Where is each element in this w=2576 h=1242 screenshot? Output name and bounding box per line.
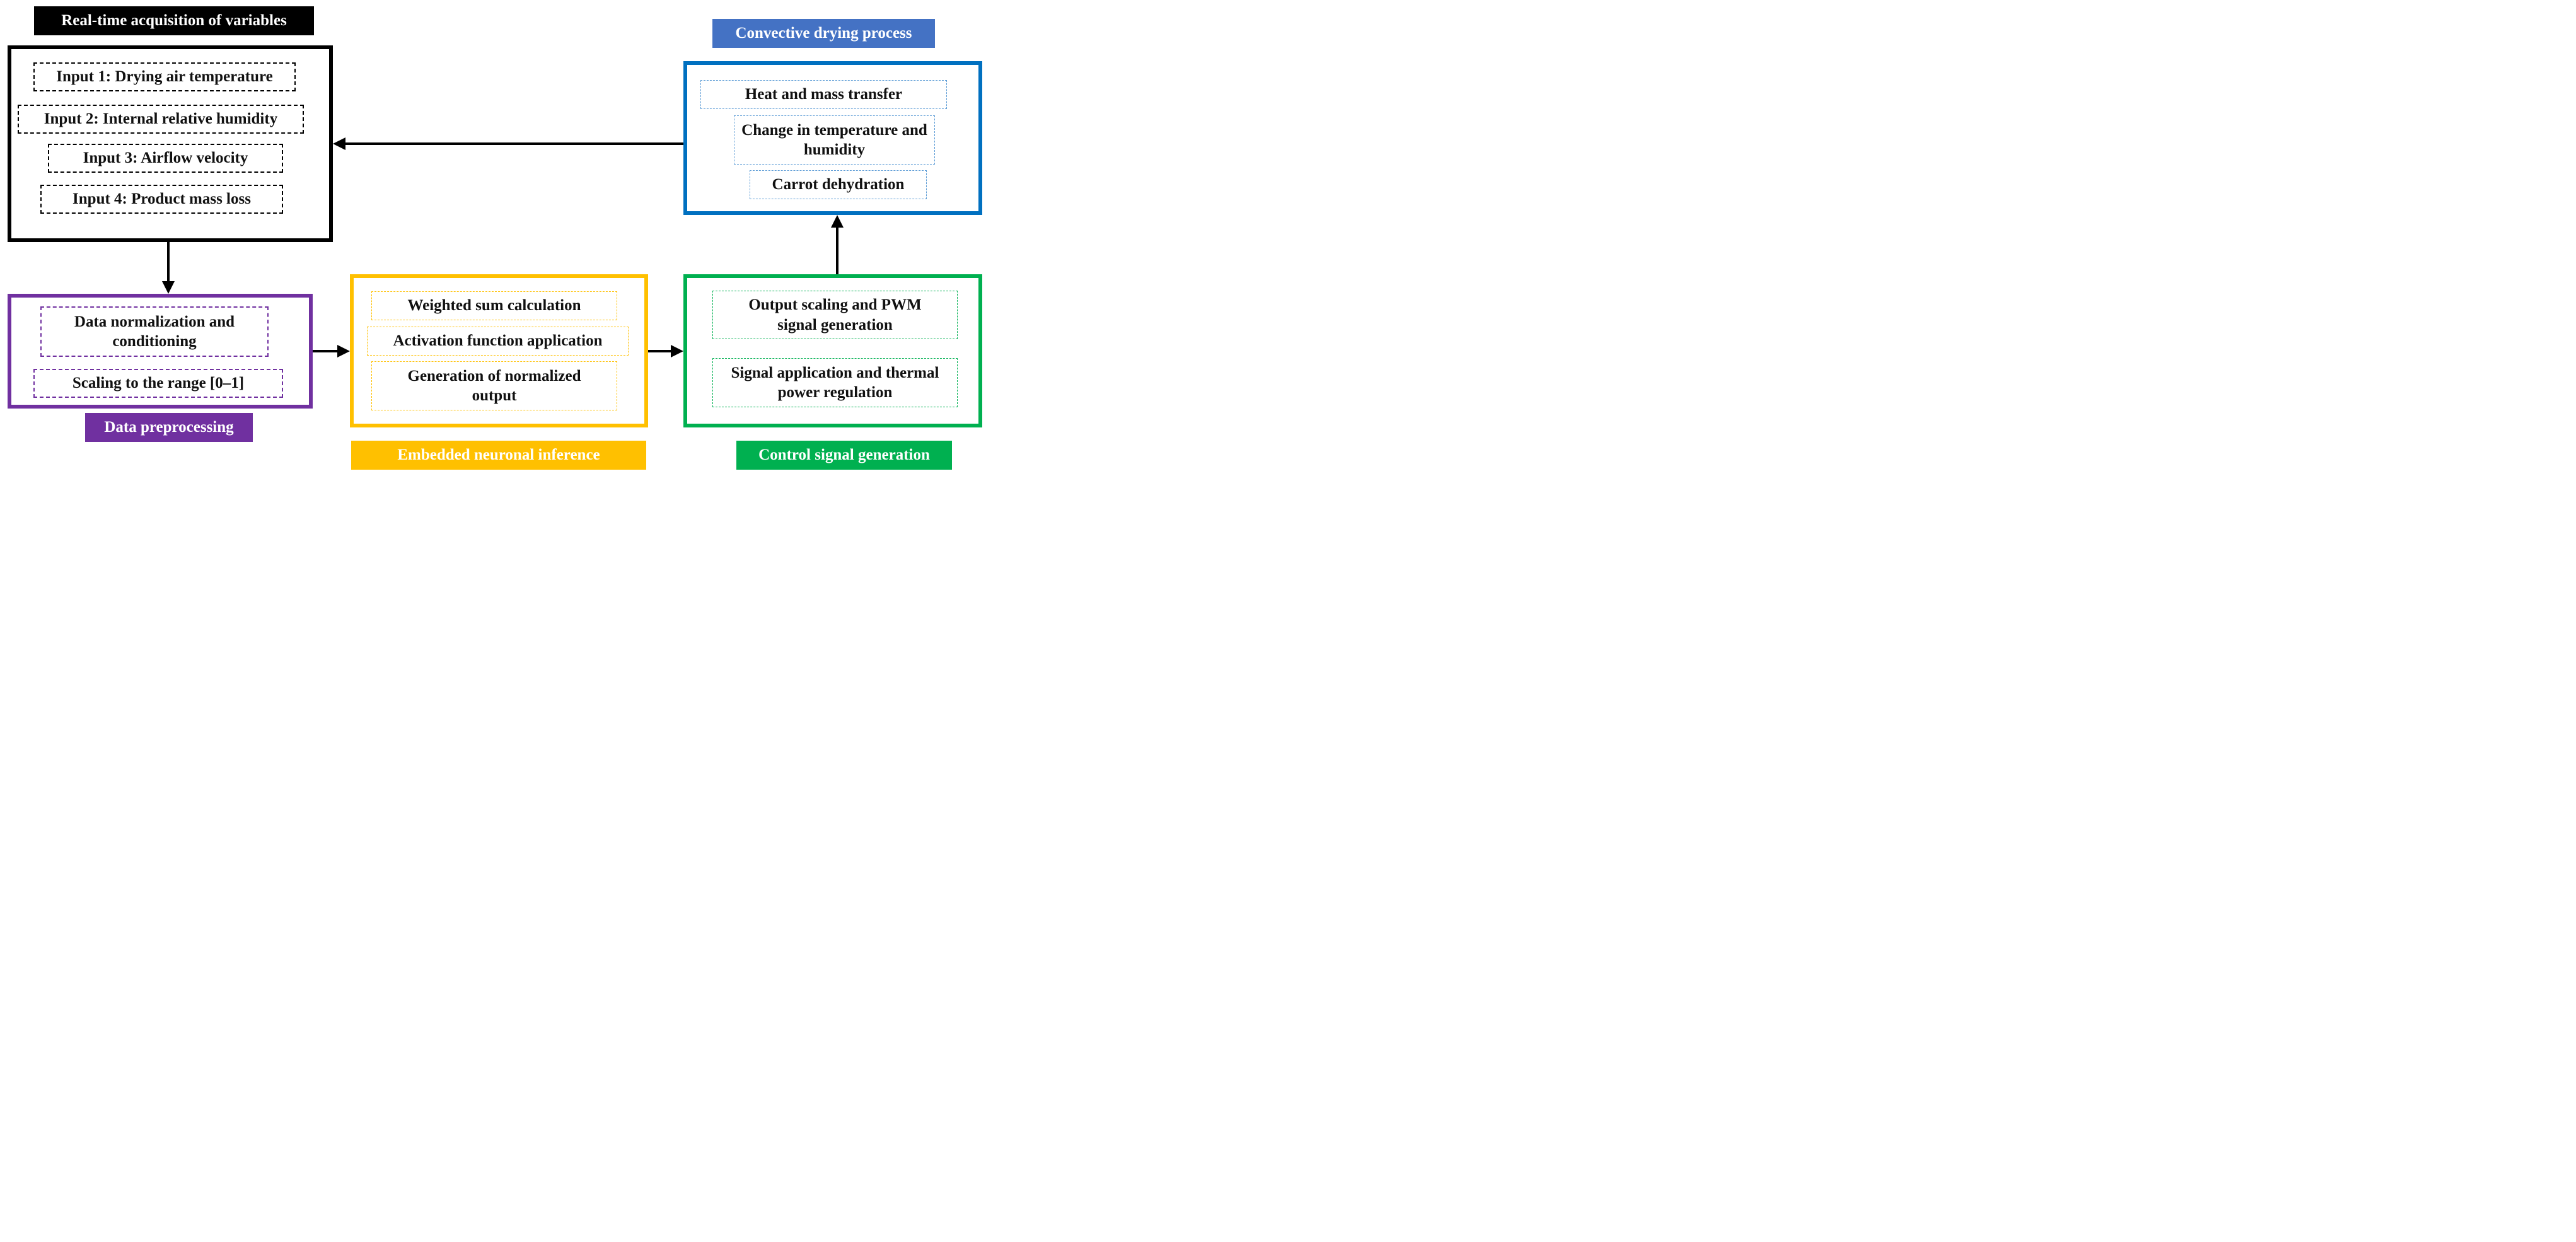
drying-title: Convective drying process xyxy=(712,19,935,48)
inference-step-3: Generation of normalized output xyxy=(371,361,617,410)
acquisition-input-1: Input 1: Drying air temperature xyxy=(33,62,296,91)
inference-step-2: Activation function application xyxy=(367,327,629,356)
inference-step-1: Weighted sum calculation xyxy=(371,291,617,320)
acquisition-input-2: Input 2: Internal relative humidity xyxy=(18,105,304,134)
flow-arrows xyxy=(162,137,844,357)
drying-step-3: Carrot dehydration xyxy=(750,170,927,199)
drying-step-2: Change in temperature and humidity xyxy=(734,115,935,165)
acquisition-input-4: Input 4: Product mass loss xyxy=(40,185,283,214)
acquisition-title: Real-time acquisition of variables xyxy=(34,6,314,35)
preprocessing-step-1: Data normalization and conditioning xyxy=(40,306,269,357)
acquisition-input-3: Input 3: Airflow velocity xyxy=(48,144,283,173)
drying-step-1: Heat and mass transfer xyxy=(700,80,947,109)
preprocessing-title: Data preprocessing xyxy=(85,413,253,442)
preprocessing-step-2: Scaling to the range [0–1] xyxy=(33,369,283,398)
control-step-1: Output scaling and PWM signal generation xyxy=(712,291,958,339)
inference-title: Embedded neuronal inference xyxy=(351,441,646,470)
control-title: Control signal generation xyxy=(736,441,952,470)
control-step-2: Signal application and thermal power reg… xyxy=(712,358,958,407)
